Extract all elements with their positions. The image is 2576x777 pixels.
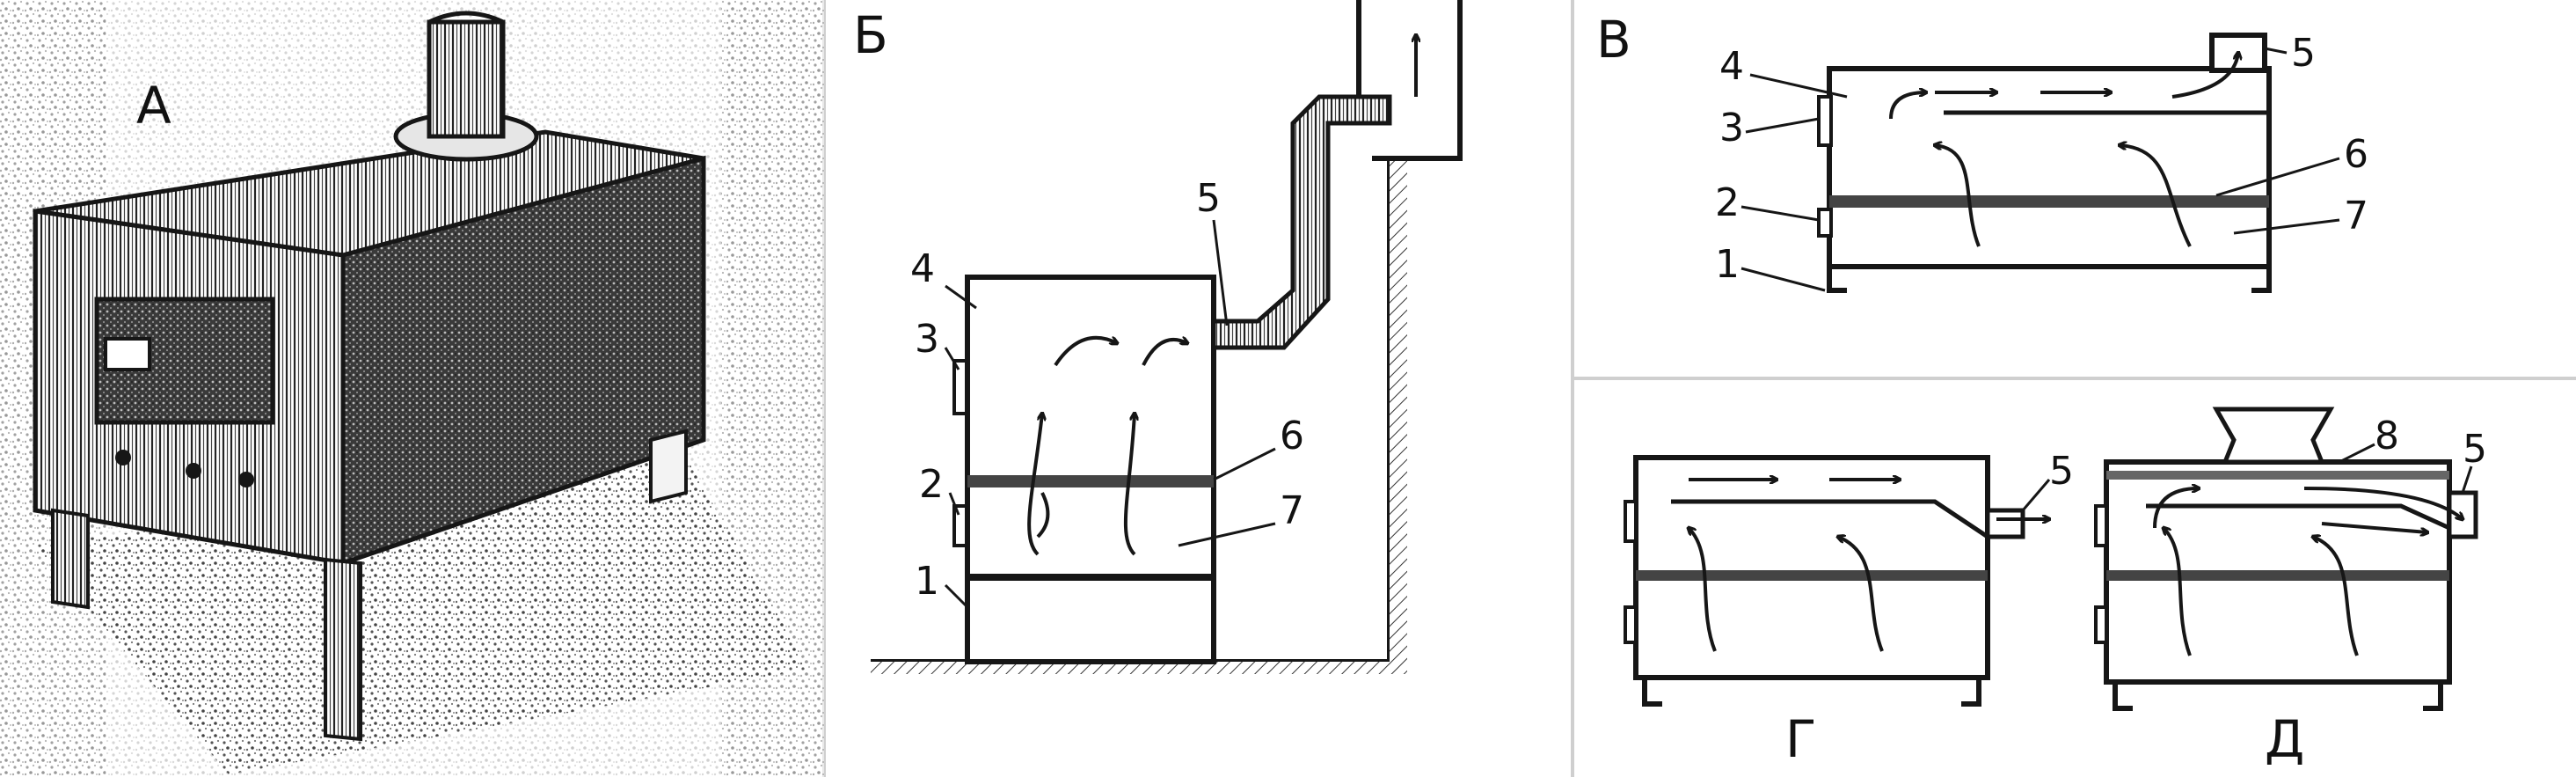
panel-g: 5 Г [1624,449,2074,769]
door-latch [104,337,151,371]
flow-arrow [1142,340,1187,366]
stove-body [1827,66,2272,269]
panel-b: 1 2 3 4 5 6 7 Б [853,0,1463,674]
knob [238,472,254,487]
cooking-vessel [2212,407,2335,465]
grate [1829,195,2269,208]
callout-7: 7 [2344,194,2368,238]
callout-5: 5 [1196,176,1221,221]
flue-pipe [1211,94,1392,350]
lower-door [2094,605,2108,644]
upper-door [1624,500,1638,543]
top-plate [2106,471,2449,480]
callout-2: 2 [1715,180,1740,225]
lower-door [1817,208,1833,238]
callout-1: 1 [1715,242,1740,287]
stove-body [1633,455,1990,680]
knob [186,463,201,479]
upper-door [952,359,968,415]
stove-body [965,275,1216,664]
grate [1636,570,1988,581]
callout-3: 3 [915,317,939,362]
callout-2: 2 [919,462,944,507]
knob [115,450,131,465]
upper-door [2094,504,2108,547]
leg [2251,267,2272,293]
panel-label-v: В [1596,10,1631,70]
baffle [2146,503,2451,531]
lower-door [1624,605,1638,644]
panel-label-g: Г [1785,709,1816,769]
wall [1372,156,1392,662]
callout-5: 5 [2291,31,2316,76]
callout-6: 6 [2344,132,2368,177]
grate [967,475,1214,487]
ash-shelf [967,574,1214,581]
panel-d: 5 8 Д [2094,407,2487,769]
stove-side [340,155,706,567]
callout-3: 3 [1719,106,1744,150]
top-outline [1829,33,2267,71]
chimney-pipe [427,19,506,139]
panel-a: А [0,0,824,777]
baffle [1671,499,1989,539]
leg [1827,267,1847,293]
panel-label-d: Д [2265,709,2304,769]
upper-door [1817,95,1833,147]
leg [324,557,362,742]
grate [2106,570,2449,581]
flow-arrow [1027,414,1042,556]
panel-label-b: Б [853,5,888,65]
stove-door [94,297,275,425]
callout-6: 6 [1280,414,1304,458]
panel-v: 1 2 3 4 5 6 7 В [1596,10,2368,293]
flue-outlet [2447,490,2478,539]
flue-outlet [1985,508,2025,539]
flue-outlet [2209,33,2267,73]
callout-8: 8 [2375,414,2399,458]
callout-4: 4 [1719,44,1744,89]
flow-arrow [1054,335,1117,367]
leg [649,429,688,504]
flow-arrow [1123,414,1135,556]
leg [51,508,90,610]
callout-7: 7 [1280,488,1304,533]
callout-4: 4 [910,246,935,291]
lower-door [952,504,968,547]
callout-5: 5 [2049,449,2074,494]
panel-label-a: А [136,76,171,136]
callout-5: 5 [2463,427,2487,472]
callout-1: 1 [915,559,939,604]
